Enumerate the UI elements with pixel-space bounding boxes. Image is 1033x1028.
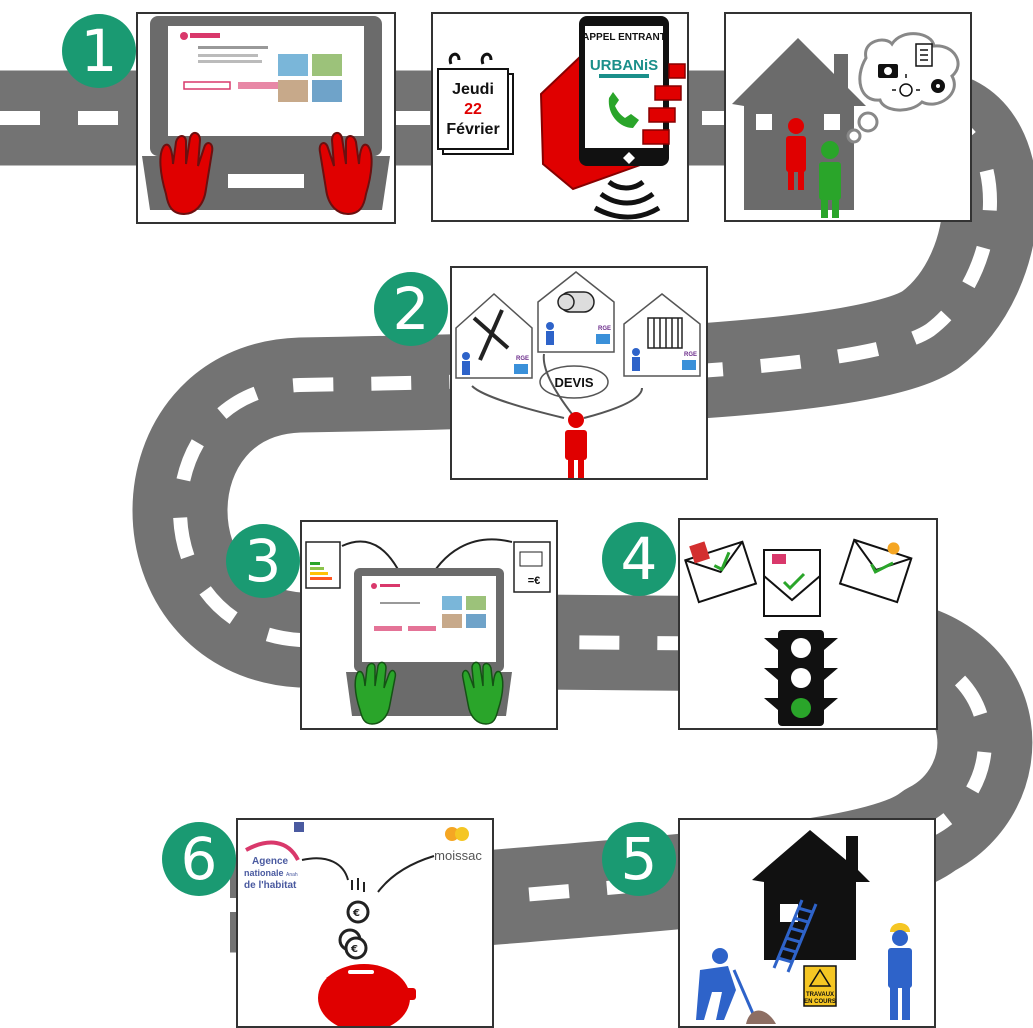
road-asphalt [0,70,1033,953]
invoice-document-icon [513,541,551,593]
panel-upload-documents: =€ [300,520,558,730]
svg-text:RGE: RGE [598,326,611,332]
wrench-icon [472,309,510,361]
works-sign-line2: EN COURS [804,999,836,1005]
svg-text:€: € [352,908,360,919]
step-badge-2: 2 [374,272,448,346]
panel-works: TRAVAUX EN COURS [678,818,936,1028]
urbanis-logo: URBANiS [590,57,658,74]
road-center-line [0,111,997,912]
warning-sign [803,965,837,1007]
green-hand-left [354,661,397,725]
anah-logo-line2: nationale [244,868,284,878]
house-heating [623,293,701,377]
panel-online-application [136,12,396,224]
lightbulb-icon [892,74,920,97]
panel-phone-appointment: Jeudi 22 Février APPEL ENTRANT URBANiS [431,12,689,222]
ladder-icon [772,899,818,973]
moissac-logo [445,827,469,841]
panel-approvals [678,518,938,730]
person-red-icon [565,412,587,478]
person-green-icon [819,141,841,218]
anah-logo-small: Anah [286,872,298,878]
camera-icon [878,64,898,78]
svg-text:€: € [350,944,358,955]
rge-badge: RGE [516,356,529,362]
calendar-icon [437,52,514,155]
invoice-amount: =€ [528,575,541,587]
calendar-date: 22 [464,101,482,118]
energy-label-document-icon [305,541,341,589]
traffic-light-icon [764,630,838,726]
signal-waves-icon [593,179,661,220]
piggy-bank-icon [318,964,416,1026]
approval-letter-region [684,540,758,604]
red-hand-right [318,132,373,216]
green-hand-right [461,661,504,725]
step-badge-6: 6 [162,822,236,896]
insulation-roll-icon [557,291,595,313]
coin-icon [338,900,370,960]
panel-quote-requests: RGE RGE RGE DEVIS [450,266,708,480]
panel-home-visit [724,12,972,222]
step-badge-5: 5 [602,822,676,896]
anah-logo-line1: Agence [252,856,289,867]
svg-text:RGE: RGE [684,352,697,358]
worker-digging-icon [696,948,756,1020]
green-light [791,698,811,718]
incoming-call-label: APPEL ENTRANT [582,32,666,43]
works-sign-line1: TRAVAUX [806,992,834,998]
tape-measure-icon [931,79,945,93]
panel-funding: Agence nationale de l'habitat Anah moiss… [236,818,494,1028]
house-icon [752,830,870,960]
step-badge-4: 4 [602,522,676,596]
devis-label: DEVIS [554,375,593,390]
calendar-day: Jeudi [452,81,494,98]
red-hand-left [159,132,214,216]
radiator-icon [647,317,683,349]
phone-call-icon [608,92,639,128]
moissac-logo-text: moissac [434,848,482,863]
step-badge-3: 3 [226,524,300,598]
calendar-month: Février [446,121,499,138]
anah-logo-line3: de l'habitat [244,880,297,891]
approval-letter-anah [763,549,821,617]
speech-bubble [539,365,609,399]
construction-worker-icon [888,923,912,1020]
step-badge-1: 1 [62,14,136,88]
person-red-icon [786,118,806,190]
approval-letter-moissac [838,538,913,604]
document-icon [915,43,933,67]
